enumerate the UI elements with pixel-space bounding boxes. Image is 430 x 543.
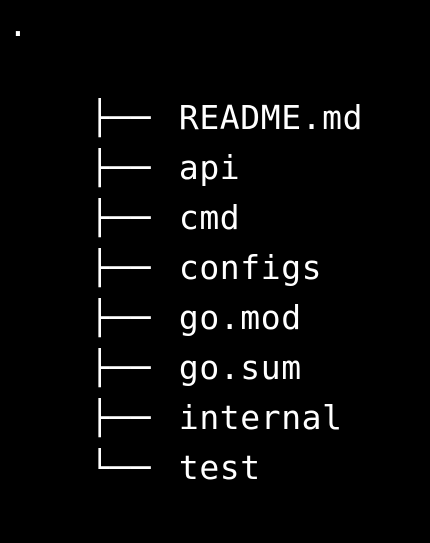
- tree-branch-connector: ├──: [89, 348, 152, 387]
- file-name: go.sum: [178, 348, 302, 387]
- directory-name: configs: [178, 248, 323, 287]
- tree-entry-api: ├── api: [8, 93, 240, 187]
- tree-root: .: [8, 5, 29, 44]
- tree-branch-connector: ├──: [89, 148, 152, 187]
- terminal-window: . ├──README.md ├──api ├──cmd ├──configs …: [8, 5, 363, 487]
- directory-name: cmd: [178, 198, 241, 237]
- directory-name: api: [178, 148, 241, 187]
- tree-entry-go-mod: ├── go.mod: [8, 243, 302, 337]
- file-name: go.mod: [178, 298, 302, 337]
- tree-entry-readme: ├── README.md: [8, 43, 363, 137]
- tree-entry-internal: ├── internal: [8, 343, 343, 437]
- tree-entry-cmd: ├── cmd: [8, 143, 240, 237]
- tree-branch-connector: ├──: [89, 198, 152, 237]
- tree-branch-connector: ├──: [89, 398, 152, 437]
- tree-branch-connector: └──: [89, 448, 152, 487]
- tree-entry-configs: ├── configs: [8, 193, 322, 287]
- directory-name: test: [178, 448, 261, 487]
- tree-branch-connector: ├──: [89, 298, 152, 337]
- tree-branch-connector: ├──: [89, 98, 152, 137]
- directory-name: internal: [178, 398, 343, 437]
- file-name: README.md: [178, 98, 364, 137]
- tree-entry-test: └── test: [8, 393, 261, 487]
- tree-branch-connector: ├──: [89, 248, 152, 287]
- tree-entry-go-sum: ├── go.sum: [8, 293, 302, 387]
